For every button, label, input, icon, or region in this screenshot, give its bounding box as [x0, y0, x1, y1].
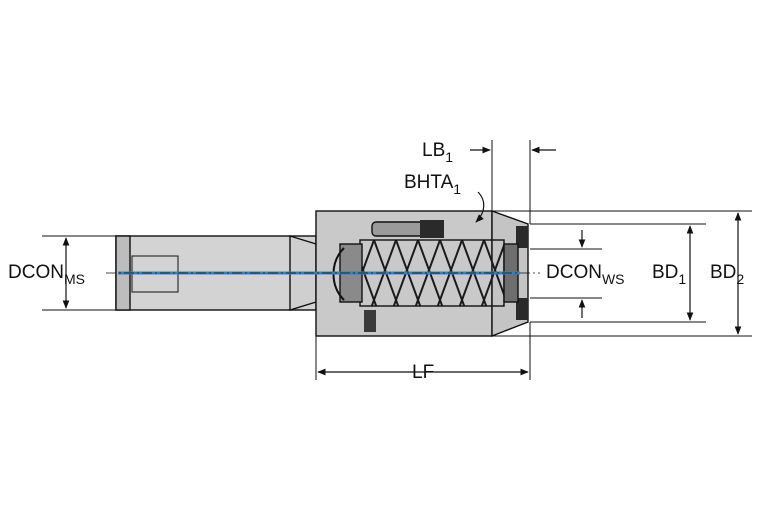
- label-dcon-ms: DCONMS: [8, 262, 85, 287]
- label-bhta1: BHTA1: [404, 172, 461, 197]
- label-dcon-ws: DCONWS: [546, 262, 625, 287]
- bhta1-leader: [475, 191, 485, 223]
- clamp-top: [516, 226, 528, 248]
- label-lf: LF: [412, 362, 434, 383]
- labels: DCONMS DCONWS BD1 BD2 LB1 BHTA1 LF: [8, 140, 744, 383]
- bottom-pin: [364, 310, 376, 332]
- clamp-bottom: [516, 298, 528, 320]
- label-bd2: BD2: [710, 262, 744, 287]
- top-screw-head: [420, 220, 444, 238]
- dimensions: [42, 140, 752, 380]
- label-bd1: BD1: [652, 262, 686, 287]
- tool-body: [106, 210, 540, 338]
- label-lb1: LB1: [422, 140, 453, 165]
